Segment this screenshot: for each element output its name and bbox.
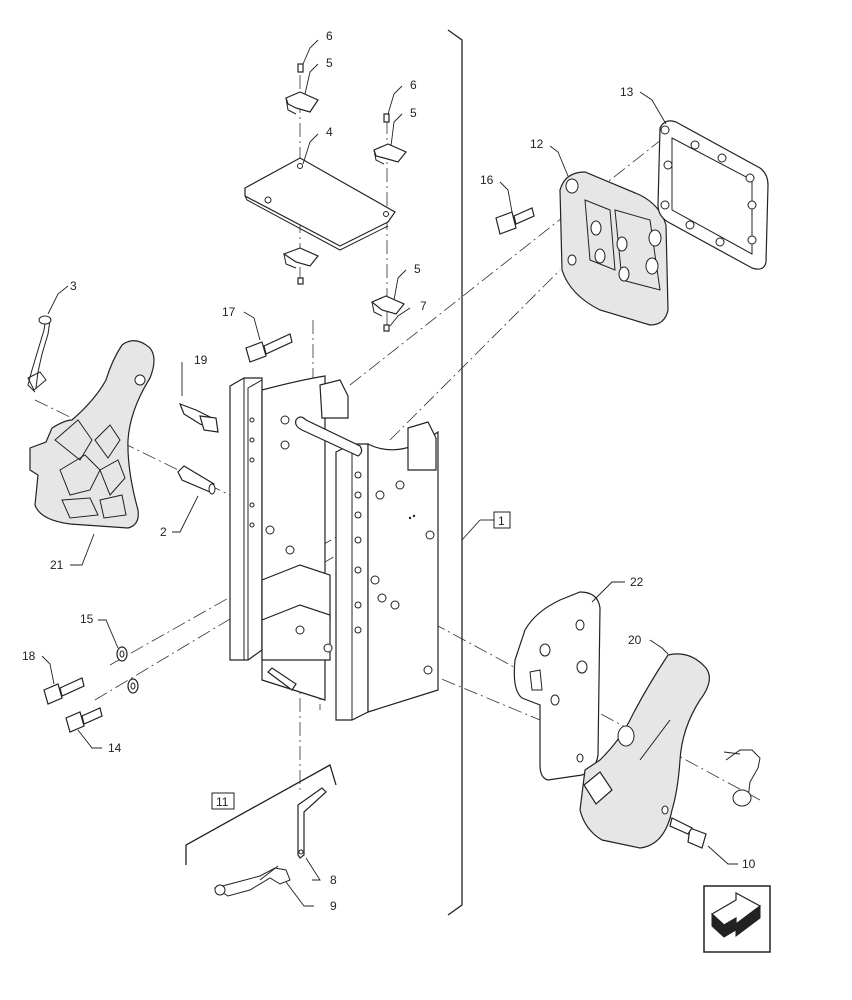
bolt-14	[65, 707, 103, 733]
assembly-bracket-1	[447, 29, 511, 916]
callout-10: 10	[742, 857, 756, 871]
main-frame	[229, 375, 439, 721]
plate-12	[559, 171, 669, 326]
bolt-10	[669, 817, 707, 849]
callout-13: 13	[620, 85, 634, 99]
callout-22: 22	[630, 575, 644, 589]
callout-2: 2	[160, 525, 167, 539]
callout-19: 19	[194, 353, 208, 367]
bracket-top-left	[285, 91, 319, 115]
bolt-16	[495, 207, 535, 235]
washers-15	[116, 646, 139, 694]
callout-21: 21	[50, 558, 64, 572]
callout-15: 15	[80, 612, 94, 626]
bolt-18	[43, 677, 85, 705]
bolt-17	[245, 333, 293, 363]
leader-lines	[41, 39, 738, 907]
callout-7: 7	[420, 299, 427, 313]
callout-3: 3	[70, 279, 77, 293]
callout-16: 16	[480, 173, 494, 187]
pin-lower-frame	[267, 667, 297, 691]
callout-5-top-left: 5	[326, 56, 333, 70]
callout-12: 12	[530, 137, 544, 151]
callout-8: 8	[330, 873, 337, 887]
hook-20	[579, 653, 710, 849]
lynch-pin-3	[27, 315, 52, 393]
gasket-13	[657, 120, 769, 270]
callout-1: 1	[498, 514, 505, 528]
bracket-bottom-right	[370, 295, 405, 317]
lynch-pin-right	[723, 749, 761, 807]
screws-6-7	[297, 63, 390, 332]
bracket-top-right	[373, 143, 407, 165]
callout-labels: 6 5 4 6 5 5 7 3 17 19 2 21 15 18 14 1 11…	[22, 29, 756, 913]
callout-17: 17	[222, 305, 236, 319]
callout-5-bottom-right: 5	[414, 262, 421, 276]
callout-14: 14	[108, 741, 122, 755]
plate-22	[513, 591, 601, 781]
callout-5-top-right: 5	[410, 106, 417, 120]
cover-plate	[244, 157, 396, 251]
bolt-19	[178, 402, 219, 433]
callout-6-top-left: 6	[326, 29, 333, 43]
callout-11: 11	[216, 795, 229, 809]
callout-4: 4	[326, 125, 333, 139]
hook-21	[29, 340, 155, 529]
bracket-bottom-left	[282, 247, 319, 269]
callout-20: 20	[628, 633, 642, 647]
callout-9: 9	[330, 899, 337, 913]
pin-8	[297, 787, 327, 859]
callout-18: 18	[22, 649, 36, 663]
callout-6-top-right: 6	[410, 78, 417, 92]
subassembly-bracket-11	[185, 764, 337, 865]
pin-2	[177, 465, 216, 495]
lynch-pin-9	[213, 865, 291, 897]
arrow-right-icon[interactable]	[703, 885, 771, 953]
